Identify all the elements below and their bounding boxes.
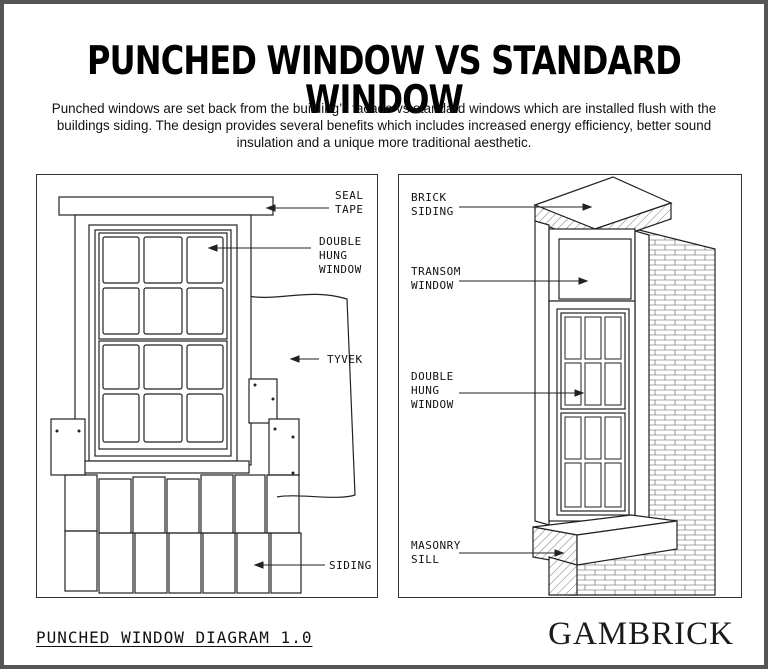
punched-window-panel: BRICK SIDING TRANSOM WINDOW DOUBLE HUNG …: [398, 174, 742, 598]
window-casing: [74, 214, 252, 466]
wall-below-sill: [548, 556, 578, 596]
label-double-left: DOUBLE: [319, 235, 362, 248]
label-hung-right: HUNG: [411, 384, 440, 397]
label-masonry: MASONRY: [411, 539, 461, 552]
label-window-right: WINDOW: [411, 398, 454, 411]
page-subtitle: Punched windows are set back from the bu…: [51, 101, 717, 150]
standard-window-panel: SEAL TAPE DOUBLE HUNG WINDOW TYVEK SIDIN…: [36, 174, 378, 598]
label-sill: SILL: [411, 553, 440, 566]
window-sill: [76, 460, 250, 474]
dh-panes: [564, 316, 622, 508]
lower-panes: [102, 344, 224, 443]
head-casing: [58, 196, 274, 216]
siding-row-2: [64, 530, 302, 594]
transom-glass: [558, 238, 632, 300]
label-siding-right: SIDING: [411, 205, 454, 218]
label-hung-left: HUNG: [319, 249, 348, 262]
tyvek-sheet: [241, 293, 356, 498]
window-frame-inner: [94, 229, 232, 457]
wall-left-return: [534, 220, 550, 526]
sill-side: [576, 520, 678, 566]
window-reveal: [634, 230, 650, 526]
flashing-left: [50, 418, 86, 476]
nail-dots: [55, 383, 295, 475]
upper-sash: [98, 232, 228, 340]
diagram-caption: PUNCHED WINDOW DIAGRAM 1.0: [36, 628, 313, 647]
label-siding: SIDING: [329, 559, 372, 572]
label-tape: TAPE: [335, 203, 364, 216]
punched-window-diagram: BRICK SIDING TRANSOM WINDOW DOUBLE HUNG …: [411, 176, 716, 596]
siding-row-1: [64, 474, 300, 534]
label-seal: SEAL: [335, 189, 364, 202]
flashing-right-lower: [268, 418, 300, 476]
label-transom-window: WINDOW: [411, 279, 454, 292]
page-title: PUNCHED WINDOW VS STANDARD WINDOW: [87, 39, 682, 123]
upper-panes: [102, 236, 224, 335]
standard-window-diagram: SEAL TAPE DOUBLE HUNG WINDOW TYVEK SIDIN…: [50, 189, 372, 594]
label-brick: BRICK: [411, 191, 447, 204]
flashing-right-upper: [248, 378, 278, 424]
label-transom: TRANSOM: [411, 265, 461, 278]
label-window-left: WINDOW: [319, 263, 362, 276]
lower-sash: [98, 340, 228, 450]
label-tyvek: TYVEK: [327, 353, 363, 366]
brand-logo: GAMBRICK: [548, 616, 734, 652]
label-double-right: DOUBLE: [411, 370, 454, 383]
